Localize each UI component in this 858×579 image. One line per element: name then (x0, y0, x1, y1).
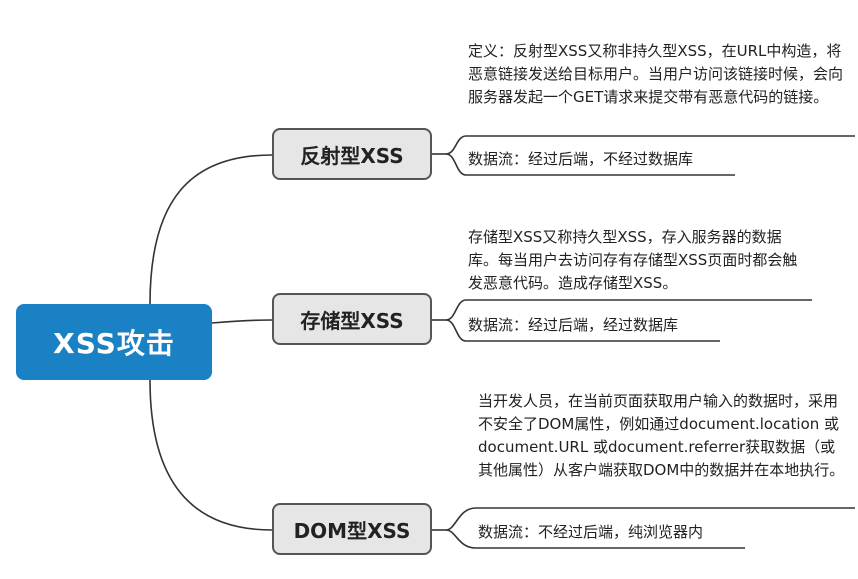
root-node[interactable]: XSS攻击 (16, 304, 212, 380)
reflected-data-flow-note: 数据流：经过后端，不经过数据库 (468, 150, 694, 168)
topic-stored-xss[interactable]: 存储型XSS (272, 293, 432, 345)
connector-root-stored (211, 319, 273, 324)
topic-reflected-xss[interactable]: 反射型XSS (272, 128, 432, 180)
dom-data-flow-note: 数据流：不经过后端，纯浏览器内 (478, 523, 704, 541)
reflected-definition-note: 定义：反射型XSS又称非持久型XSS，在URL中构造，将恶意链接发送给目标用户。… (468, 42, 844, 106)
connector-root-reflected (149, 154, 273, 305)
topic-dom-xss[interactable]: DOM型XSS (272, 503, 432, 555)
dom-definition-note: 当开发人员，在当前页面获取用户输入的数据时，采用不安全了DOM属性，例如通过do… (478, 392, 845, 479)
connector-root-dom (149, 379, 273, 531)
stored-definition-note: 存储型XSS又称持久型XSS，存入服务器的数据库。每当用户去访问存有存储型XSS… (468, 228, 798, 292)
stored-data-flow-note: 数据流：经过后端，经过数据库 (468, 316, 679, 334)
